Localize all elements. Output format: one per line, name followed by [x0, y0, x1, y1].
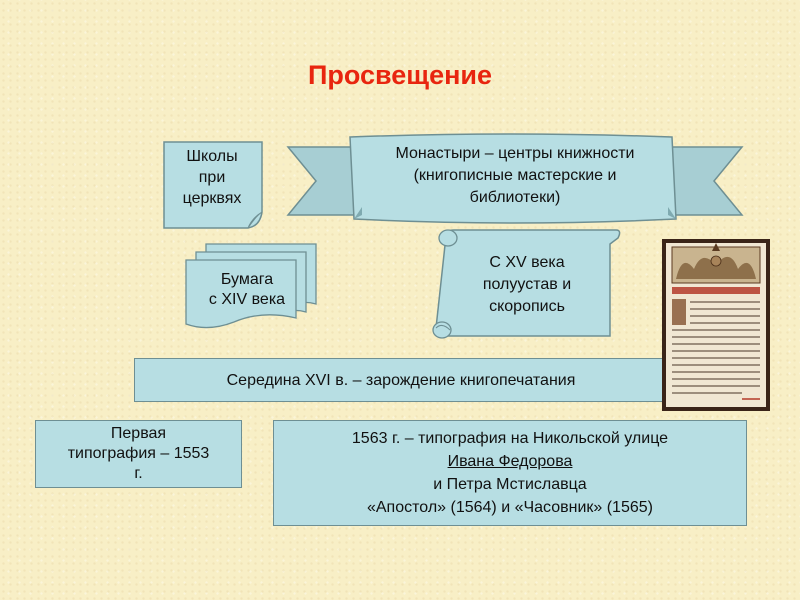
fedorov-name: Ивана Федорова: [447, 453, 573, 470]
monasteries-text: Монастыри – центры книжности (книгописны…: [395, 145, 635, 206]
fedorov-press-box: 1563 г. – типография на Никольской улице…: [273, 420, 747, 526]
script-scroll: [432, 229, 621, 339]
script-text: С XV века полуустав и скоропись: [482, 254, 572, 315]
paper-stack: [185, 243, 317, 329]
monasteries-banner: [286, 133, 744, 224]
fedorov-press-text: 1563 г. – типография на Никольской улице…: [351, 430, 669, 516]
first-press-text: Первая типография – 1553 г.: [67, 425, 210, 482]
schools-shape: [163, 141, 263, 229]
page-title: Просвещение: [307, 60, 493, 90]
paper-text: Бумага с XIV века: [208, 271, 286, 308]
schools-text: Школы при церквях: [182, 148, 242, 207]
first-press-box: Первая типография – 1553 г.: [35, 420, 242, 488]
manuscript-text-lines: [672, 301, 760, 394]
printing-origin-box: Середина XVI в. – зарождение книгопечата…: [134, 358, 668, 402]
printing-origin-text: Середина XVI в. – зарождение книгопечата…: [226, 371, 576, 389]
manuscript-page-image: [662, 239, 770, 411]
